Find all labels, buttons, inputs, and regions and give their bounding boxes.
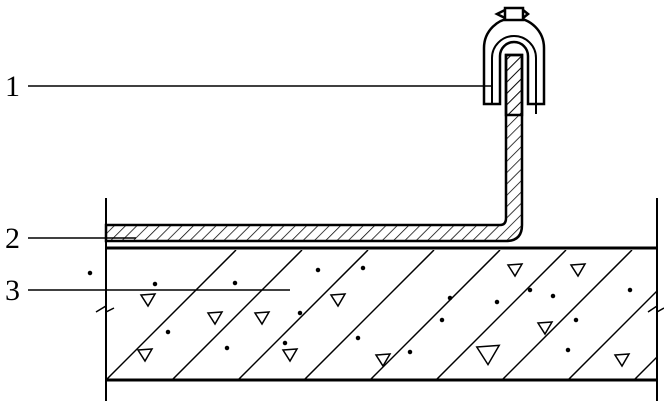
label-2: 2: [5, 222, 20, 255]
aggregate-dot: [565, 347, 571, 353]
break-mark-left: [95, 304, 115, 314]
concrete-hatch-line: [105, 250, 237, 380]
aggregate-dot: [224, 345, 230, 351]
aggregate-dot: [527, 287, 533, 293]
aggregate-dot: [360, 265, 366, 271]
aggregate-dot: [573, 317, 579, 323]
aggregate-triangle: [613, 353, 631, 368]
aggregate-triangle: [139, 293, 157, 308]
aggregate-dot: [297, 310, 303, 316]
aggregate-dot: [315, 267, 321, 273]
aggregate-triangle: [569, 263, 587, 278]
aggregate-dot: [152, 281, 158, 287]
clamp-fixture: [482, 6, 546, 117]
aggregate-dot: [447, 295, 453, 301]
concrete-slab: [87, 246, 657, 382]
aggregate-dot: [165, 329, 171, 335]
aggregate-dot: [87, 270, 93, 276]
aggregate-triangle: [136, 348, 154, 363]
label-3: 3: [5, 274, 20, 307]
concrete-hatch-line: [303, 250, 435, 380]
aggregate-triangle: [281, 348, 299, 363]
aggregate-triangle: [206, 311, 224, 326]
aggregate-dot: [494, 299, 500, 305]
aggregate-triangle: [253, 311, 271, 326]
aggregate-triangle: [506, 263, 524, 278]
aggregate-dot: [282, 340, 288, 346]
aggregate-triangle: [374, 353, 392, 368]
aggregate-dot: [407, 349, 413, 355]
aggregate-triangle: [536, 321, 554, 336]
concrete-hatch-line: [369, 250, 501, 380]
aggregate-triangle: [329, 293, 347, 308]
aggregate-dot: [439, 317, 445, 323]
aggregate-dot: [627, 287, 633, 293]
concrete-hatch-line: [435, 250, 567, 380]
aggregate-triangle: [475, 344, 501, 367]
concrete-hatch-line: [171, 250, 303, 380]
aggregate-dot: [232, 280, 238, 286]
break-mark-right: [647, 304, 664, 314]
aggregate-dot: [550, 293, 556, 299]
aggregate-dot: [355, 335, 361, 341]
concrete-hatch-line: [501, 250, 633, 380]
concrete-hatch-line: [567, 289, 657, 380]
concrete-hatch-line: [633, 355, 657, 380]
membrane-strip: [104, 53, 524, 243]
concrete-hatch-line: [237, 250, 369, 380]
label-1: 1: [5, 70, 20, 103]
